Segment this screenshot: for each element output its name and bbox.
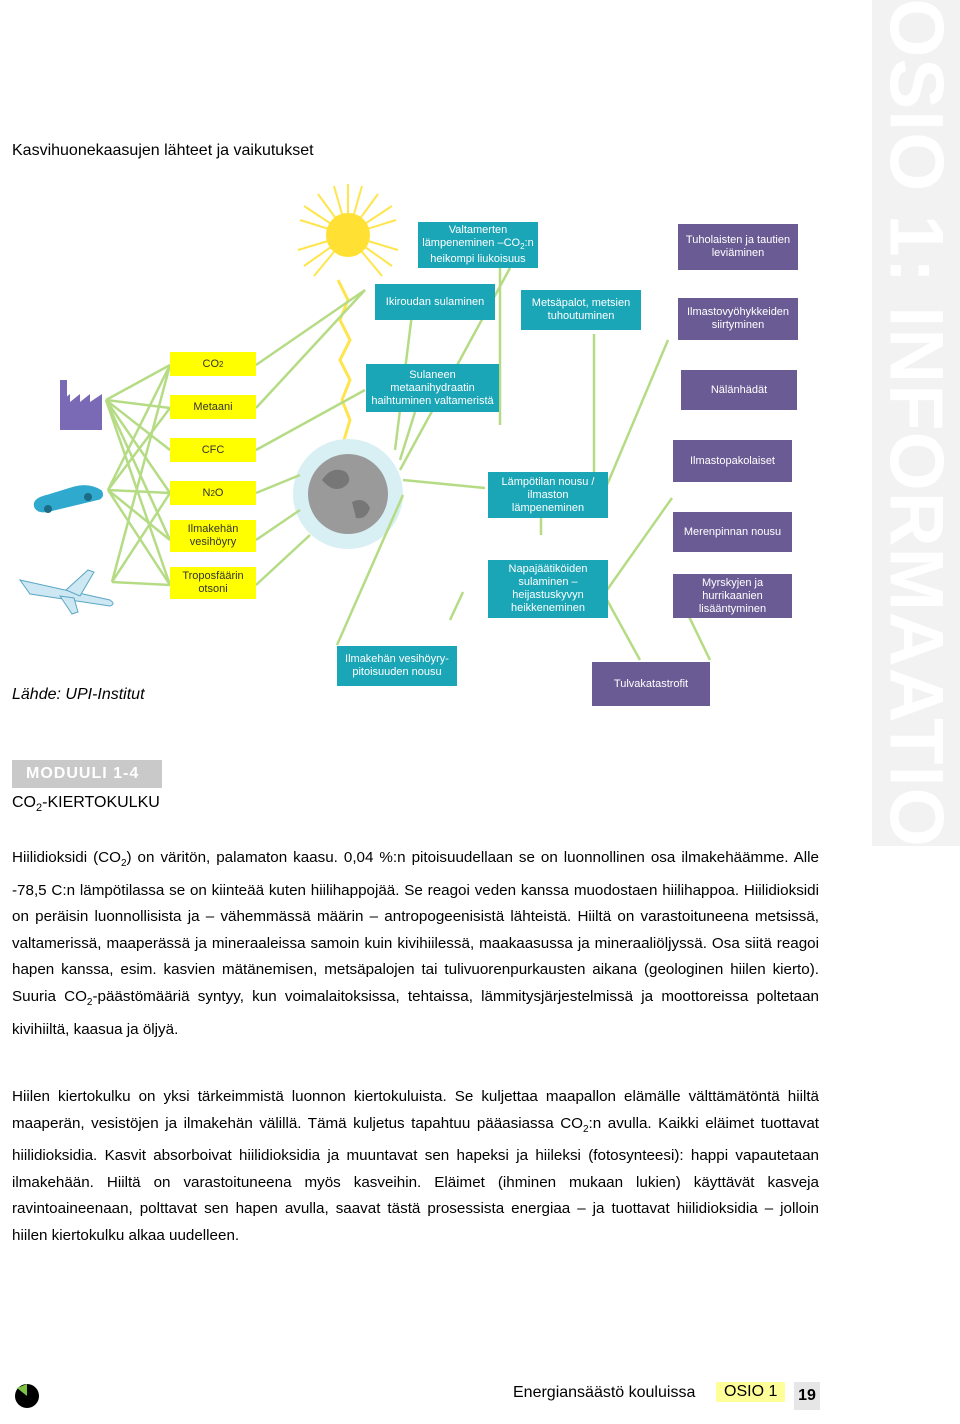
diagram-connectors: [104, 184, 712, 661]
effect-forest-fires: Metsäpalot, metsien tuhoutuminen: [521, 290, 641, 330]
footer-title: Energiansäästö kouluissa: [513, 1384, 696, 1401]
module-badge: MODUULI 1-4: [12, 760, 162, 788]
impact-sea-level: Merenpinnan nousu: [673, 512, 792, 552]
effect-humidity: Ilmakehän vesihöyry-pitoisuuden nousu: [337, 646, 457, 686]
page-number: 19: [794, 1382, 820, 1410]
effect-ice-caps: Napajäätiköiden sulaminen – heijastuskyv…: [488, 560, 608, 618]
airplane-icon: [16, 566, 116, 616]
source-cfc: CFC: [170, 438, 256, 462]
effect-methane-hydrate: Sulaneen metaanihydraatin haihtuminen va…: [366, 364, 499, 412]
side-banner: OSIO 1: INFORMAATIO: [872, 0, 960, 848]
effect-floods: Tulvakatastrofit: [592, 662, 710, 706]
impact-climate-zones: Ilmastovyöhykkeiden siirtyminen: [678, 298, 798, 340]
impact-famine: Nälänhädät: [681, 370, 797, 410]
footer-logo-icon: [13, 1382, 41, 1415]
source-water-vapour: Ilmakehän vesihöyry: [170, 520, 256, 552]
side-banner-text: OSIO 1: INFORMAATIO: [873, 0, 959, 848]
sun-icon: [297, 184, 399, 277]
page-title: Kasvihuonekaasujen lähteet ja vaikutukse…: [12, 142, 314, 159]
car-icon: [30, 482, 106, 516]
paragraph-carbon-cycle: Hiilen kiertokulku on yksi tärkeimmistä …: [12, 1088, 819, 1244]
impact-pests: Tuholaisten ja tautien leviäminen: [678, 224, 798, 270]
effect-temperature-rise: Lämpötilan nousu / ilmaston lämpeneminen: [488, 472, 608, 518]
factory-icon: [60, 380, 102, 430]
impact-refugees: Ilmastopakolaiset: [673, 440, 792, 482]
module-name: CO2-KIERTOKULKU: [12, 794, 160, 815]
lightning-icon: [336, 279, 352, 441]
effect-permafrost: Ikiroudan sulaminen: [375, 284, 495, 320]
source-ozone: Troposfäärin otsoni: [170, 567, 256, 599]
footer-section: OSIO 1: [716, 1382, 786, 1402]
source-credit: Lähde: UPI-Institut: [12, 686, 145, 703]
source-methane: Metaani: [170, 395, 256, 419]
effect-ocean-warming: Valtamerten lämpeneminen –CO2:n heikompi…: [418, 222, 538, 268]
impact-storms: Myrskyjen ja hurrikaanien lisääntyminen: [673, 574, 792, 618]
earth-globe-icon: [293, 439, 403, 549]
paragraph-co2-description: Hiilidioksidi (CO2) on väritön, palamato…: [12, 849, 819, 1038]
